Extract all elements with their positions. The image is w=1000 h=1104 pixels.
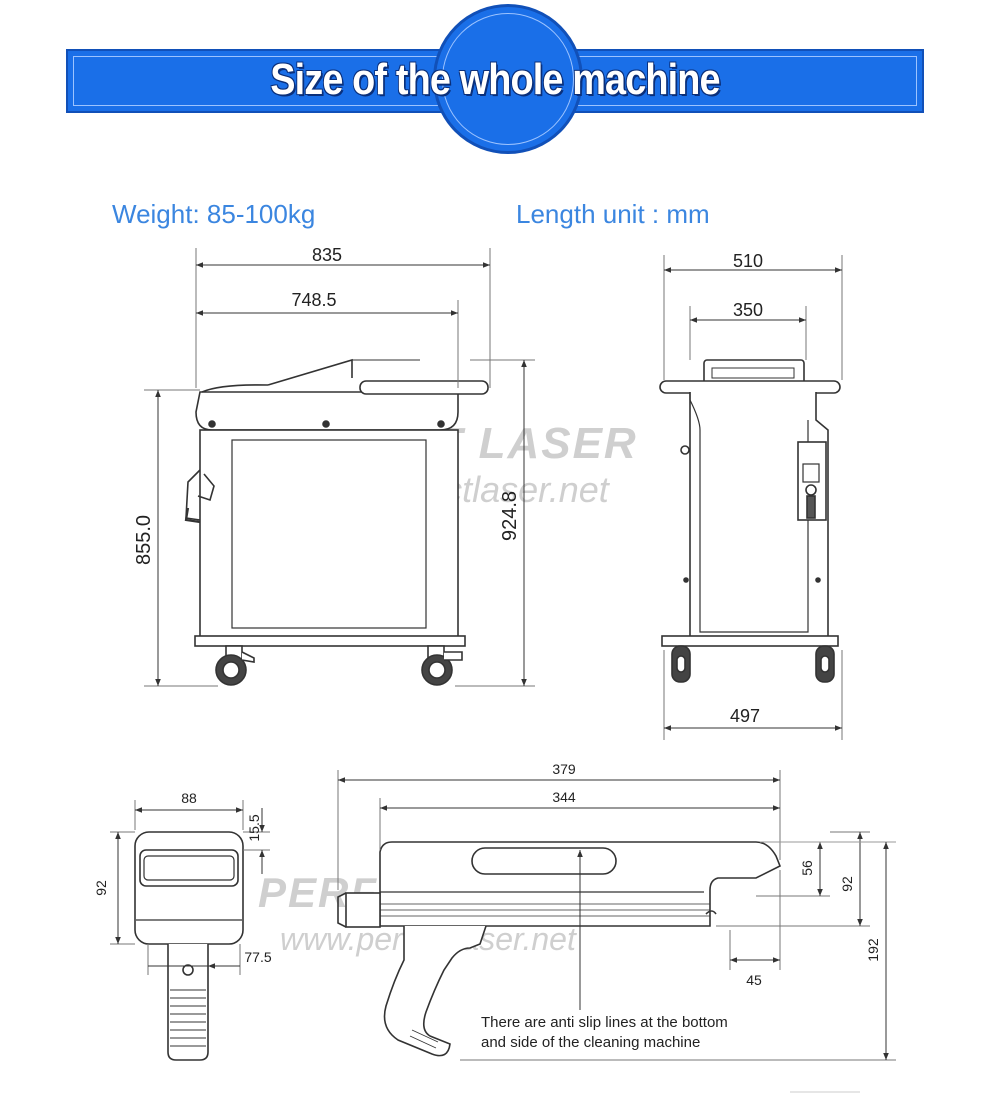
dim-width-body: 748.5: [291, 290, 336, 310]
gun-side-dimensions: [337, 770, 896, 1061]
dim-side-width-panel: 350: [733, 300, 763, 320]
dim-gun-height-total: 192: [865, 938, 881, 962]
title-banner: Size of the whole machine: [66, 4, 926, 154]
dim-gun-height: 92: [93, 880, 109, 896]
dim-gun-height-body: 92: [839, 876, 855, 892]
dim-gun-length-body: 344: [552, 789, 576, 805]
page-title: Size of the whole machine: [270, 55, 720, 104]
dim-height-total: 924.8: [499, 491, 521, 541]
side-view: [659, 359, 841, 683]
dim-gun-top-offset: 15.5: [246, 814, 262, 841]
banner-circle: [433, 4, 583, 154]
length-unit-label: Length unit : mm: [516, 199, 710, 229]
note-line-2: and side of the cleaning machine: [481, 1034, 701, 1051]
dim-width-total: 835: [312, 245, 342, 265]
dim-gun-nozzle-offset: 45: [746, 972, 762, 988]
dim-side-width-bottom: 497: [730, 706, 760, 726]
gun-front-view: [134, 831, 244, 1061]
gun-front-dimensions: [110, 800, 270, 975]
dim-side-width-top: 510: [733, 251, 763, 271]
front-view: [184, 358, 489, 686]
weight-label: Weight: 85-100kg: [112, 199, 316, 229]
side-view-dimensions: [663, 255, 843, 740]
dim-gun-height-head: 56: [799, 860, 815, 876]
front-view-dimensions: [144, 248, 535, 687]
dim-gun-handle-offset: 77.5: [244, 949, 271, 965]
dim-gun-length-total: 379: [552, 761, 576, 777]
dim-height-body: 855.0: [133, 515, 155, 565]
note-line-1: There are anti slip lines at the bottom: [481, 1014, 728, 1031]
dim-gun-width: 88: [181, 790, 197, 806]
anti-slip-note: There are anti slip lines at the bottom …: [481, 1013, 801, 1053]
